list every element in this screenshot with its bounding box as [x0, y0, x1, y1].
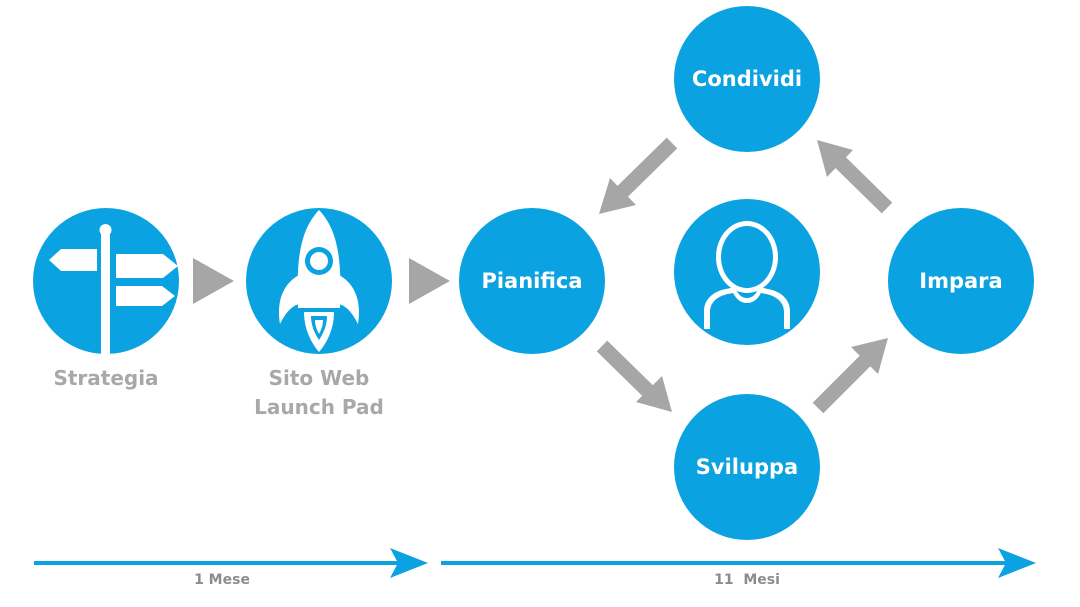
- timeline-phase1-label: 1 Mese: [194, 572, 250, 588]
- timeline-phase2-arrowhead: [998, 548, 1036, 578]
- share-circle: Condividi: [674, 6, 820, 152]
- launchpad-caption: Sito Web Launch Pad: [219, 364, 419, 422]
- strategy-caption: Strategia: [16, 364, 196, 393]
- develop-circle: Sviluppa: [674, 394, 820, 540]
- develop-label: Sviluppa: [695, 455, 799, 479]
- arrow-share-to-plan-head: [599, 178, 636, 214]
- arrow-plan-to-develop-shaft: [596, 340, 654, 397]
- user-avatar-icon: [704, 221, 790, 329]
- timeline-phase1-arrowhead: [390, 548, 428, 578]
- arrow-launchpad-to-plan: [409, 258, 450, 304]
- arrow-learn-to-share-shaft: [834, 156, 893, 214]
- share-label: Condividi: [691, 67, 803, 91]
- arrow-learn-to-share-head: [817, 140, 853, 177]
- arrow-strategy-to-launchpad: [193, 258, 234, 304]
- launchpad-label-line2: Launch Pad: [254, 395, 384, 419]
- learn-label: Impara: [919, 269, 1003, 293]
- strategy-label: Strategia: [53, 366, 159, 390]
- arrow-develop-to-learn-shaft: [812, 354, 872, 414]
- strategy-circle: [33, 208, 179, 354]
- arrow-develop-to-learn-head: [851, 338, 888, 374]
- center-user-circle: [674, 199, 820, 345]
- signpost-icon: [49, 224, 178, 354]
- learn-circle: Impara: [888, 208, 1034, 354]
- timeline-phase2-label: 11 Mesi: [714, 572, 780, 588]
- launchpad-circle: [246, 208, 392, 354]
- plan-label: Pianifica: [481, 269, 583, 293]
- plan-circle: Pianifica: [459, 208, 605, 354]
- rocket-icon: [278, 210, 360, 352]
- arrow-share-to-plan-shaft: [616, 137, 678, 198]
- arrow-plan-to-develop-head: [636, 376, 672, 412]
- launchpad-label-line1: Sito Web: [268, 366, 370, 390]
